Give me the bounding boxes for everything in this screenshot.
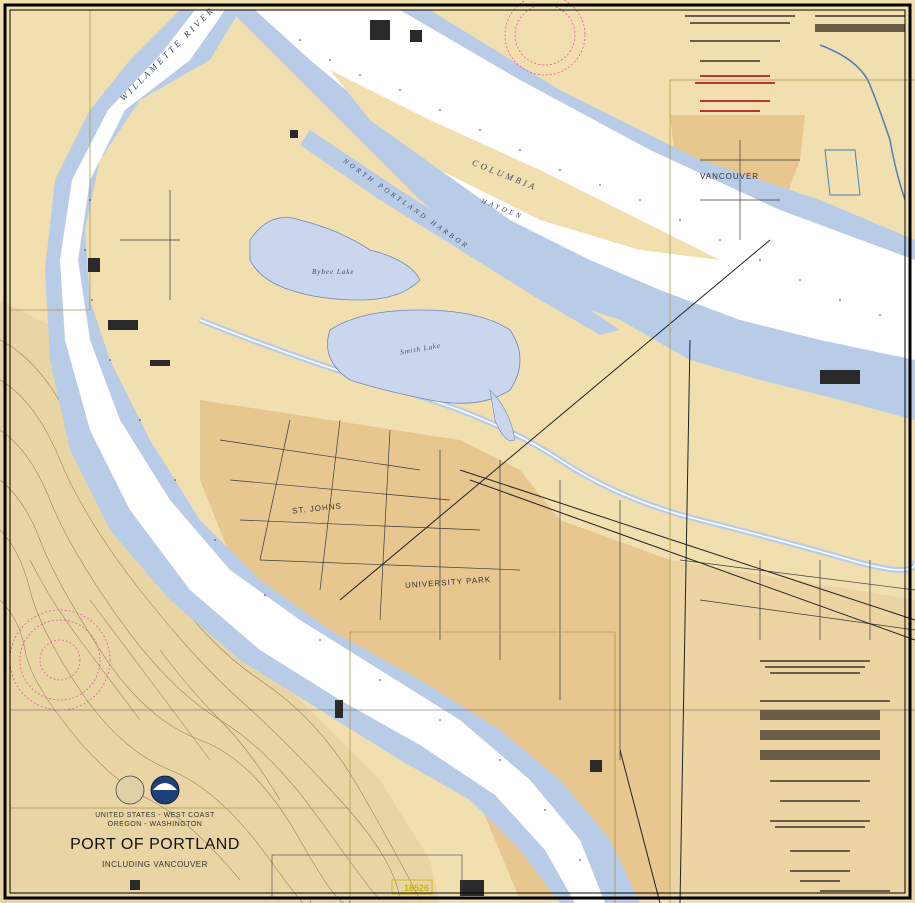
hayden-island bbox=[330, 70, 720, 260]
chart-title: PORT OF PORTLAND bbox=[70, 836, 240, 853]
road-network bbox=[120, 140, 915, 760]
docks-and-structures bbox=[88, 20, 860, 896]
willamette-shallow bbox=[45, 10, 640, 903]
state-line: OREGON - WASHINGTON bbox=[107, 821, 203, 828]
notes-top-right bbox=[685, 15, 905, 62]
railway-lines bbox=[339, 239, 915, 903]
smith-lake bbox=[327, 309, 521, 404]
chart-number-box bbox=[391, 879, 433, 895]
agency-line: UNITED STATES - WEST COAST bbox=[95, 812, 215, 819]
noaa-logo bbox=[115, 775, 180, 805]
notes-red bbox=[695, 75, 775, 112]
notes-lower-right bbox=[760, 660, 890, 892]
soundings bbox=[84, 39, 881, 861]
ne-stream bbox=[819, 44, 906, 201]
outer-border bbox=[3, 3, 912, 900]
north-portland-harbor bbox=[300, 130, 620, 335]
ne-pond bbox=[824, 149, 861, 196]
lake-inlet bbox=[489, 389, 516, 442]
chart-subtitle: INCLUDING VANCOUVER bbox=[102, 860, 208, 869]
chart-number: 18526 bbox=[404, 883, 430, 893]
projection-grid bbox=[10, 10, 915, 903]
inner-border bbox=[9, 9, 906, 894]
chart-title-block: UNITED STATES - WEST COAST OREGON - WASH… bbox=[40, 770, 270, 869]
willamette-channel bbox=[60, 10, 605, 903]
label-vancouver: VANCOUVER bbox=[700, 172, 760, 181]
bybee-lake bbox=[249, 217, 421, 301]
label-bybee-lake: Bybee Lake bbox=[312, 268, 355, 276]
hill-contours bbox=[0, 339, 421, 903]
columbia-channel bbox=[255, 10, 915, 360]
